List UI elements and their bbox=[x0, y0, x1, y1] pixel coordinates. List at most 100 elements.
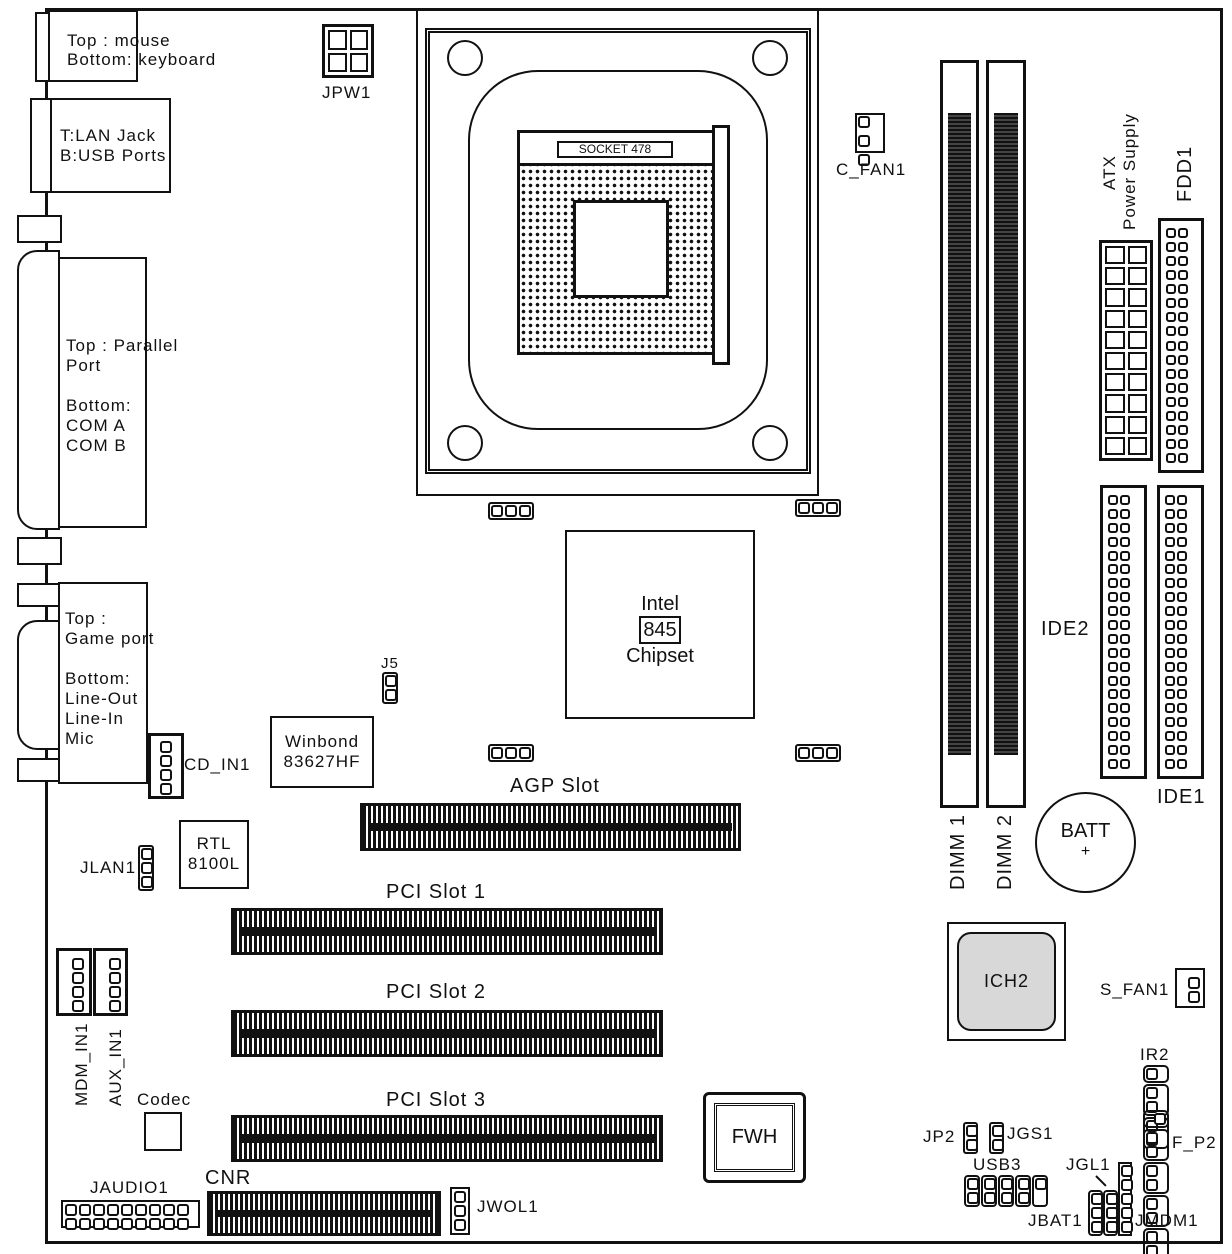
pci2-label: PCI Slot 2 bbox=[386, 981, 487, 1003]
socket-label: SOCKET 478 bbox=[557, 141, 673, 158]
pci3-label: PCI Slot 3 bbox=[386, 1089, 487, 1111]
com-label: COM A bbox=[66, 416, 126, 435]
mount-hole bbox=[752, 425, 788, 461]
ps2-connector bbox=[48, 10, 138, 82]
dimm2-label: DIMM 2 bbox=[994, 814, 1016, 890]
agp-label: AGP Slot bbox=[510, 775, 600, 797]
jbat1-label: JBAT1 bbox=[1028, 1211, 1083, 1230]
ide2-label: IDE2 bbox=[1041, 618, 1090, 640]
audio-label: Line-Out bbox=[65, 689, 139, 708]
batt-label: BATT bbox=[1060, 820, 1111, 842]
ps2-label-bottom: Bottom: keyboard bbox=[67, 50, 217, 69]
agp-slot[interactable] bbox=[360, 803, 741, 851]
fdd1-connector bbox=[1158, 218, 1204, 473]
j5-label: J5 bbox=[381, 655, 399, 672]
s-fan1-label: S_FAN1 bbox=[1100, 980, 1170, 999]
jbat1-jumper bbox=[1088, 1190, 1103, 1236]
fwh-chip: FWH bbox=[703, 1092, 806, 1183]
jmdm1-header bbox=[1118, 1162, 1133, 1236]
cpu-retention-area bbox=[416, 8, 819, 496]
dimm1-label: DIMM 1 bbox=[947, 814, 969, 890]
screw-post bbox=[17, 537, 62, 565]
usb3-label: USB3 bbox=[973, 1155, 1022, 1174]
f-p2-header bbox=[1143, 1110, 1169, 1254]
atx-power-connector bbox=[1099, 240, 1153, 461]
usb3-header bbox=[964, 1175, 1048, 1207]
game-label: Top : bbox=[65, 609, 107, 628]
audio-label: Mic bbox=[65, 729, 95, 748]
aux-in1-connector bbox=[93, 948, 128, 1016]
c-fan1-label: C_FAN1 bbox=[836, 160, 907, 179]
f-p2-label: F_P2 bbox=[1172, 1133, 1217, 1152]
codec-label: Codec bbox=[137, 1090, 192, 1109]
jumper bbox=[795, 744, 841, 762]
jpw1-label: JPW1 bbox=[322, 83, 372, 102]
screw-post bbox=[17, 215, 62, 243]
c-fan1-connector bbox=[855, 113, 885, 166]
mdm-in1-connector bbox=[56, 948, 92, 1016]
ide2-connector bbox=[1100, 485, 1147, 779]
aux-in1-label: AUX_IN1 bbox=[106, 1028, 125, 1106]
winbond-label: Winbond bbox=[284, 732, 360, 751]
divider bbox=[50, 98, 52, 193]
audio-label: Bottom: bbox=[65, 669, 131, 688]
chipset-brand: Intel bbox=[641, 593, 679, 615]
ich2-label: ICH2 bbox=[957, 932, 1056, 1031]
jgs1-label: JGS1 bbox=[1007, 1124, 1054, 1143]
pci-slot-3[interactable] bbox=[231, 1115, 663, 1162]
jgs1-jumper bbox=[989, 1122, 1004, 1154]
mdm-in1-label: MDM_IN1 bbox=[72, 1022, 91, 1106]
j5-jumper bbox=[382, 672, 398, 704]
jaudio1-header bbox=[61, 1200, 200, 1230]
socket-header bbox=[517, 130, 717, 166]
pci-slot-2[interactable] bbox=[231, 1010, 663, 1057]
parallel-label: Top : Parallel bbox=[66, 336, 179, 355]
game-dsub bbox=[17, 620, 60, 750]
battery: BATT + bbox=[1035, 792, 1136, 893]
s-fan1-connector bbox=[1175, 968, 1205, 1008]
jmdm1-label: JMDM1 bbox=[1135, 1211, 1199, 1230]
rtl-label: RTL bbox=[196, 834, 232, 853]
mount-hole bbox=[447, 425, 483, 461]
northbridge-chipset: Intel 845 Chipset bbox=[565, 530, 755, 719]
mount-hole bbox=[752, 40, 788, 76]
cnr-slot[interactable] bbox=[207, 1191, 441, 1236]
cpu-retention-frame bbox=[425, 28, 811, 474]
pci1-label: PCI Slot 1 bbox=[386, 881, 487, 903]
jgl1-label: JGL1 bbox=[1066, 1155, 1111, 1174]
jaudio1-label: JAUDIO1 bbox=[90, 1178, 169, 1197]
jlan1-label: JLAN1 bbox=[80, 858, 137, 877]
atx-label: ATX bbox=[1100, 155, 1119, 190]
game-label: Game port bbox=[65, 629, 155, 648]
parallel-label: Port bbox=[66, 356, 102, 375]
socket-lever bbox=[712, 125, 730, 365]
winbond-chip: Winbond 83627HF bbox=[270, 716, 374, 788]
ich2-chip: ICH2 bbox=[947, 922, 1066, 1041]
audio-jack bbox=[17, 758, 60, 782]
chipset-label: Chipset bbox=[626, 645, 694, 667]
socket-center bbox=[573, 200, 669, 298]
audio-label: Line-In bbox=[65, 709, 124, 728]
pci-slot-1[interactable] bbox=[231, 908, 663, 955]
jp2-label: JP2 bbox=[923, 1127, 956, 1146]
rtl-model: 8100L bbox=[187, 854, 241, 873]
lan-label: T:LAN Jack bbox=[60, 126, 156, 145]
dimm2-slot[interactable] bbox=[986, 60, 1026, 808]
com-label: COM B bbox=[66, 436, 127, 455]
batt-plus: + bbox=[1080, 843, 1091, 860]
com-label: Bottom: bbox=[66, 396, 132, 415]
jumper bbox=[795, 499, 841, 517]
dimm1-slot[interactable] bbox=[940, 60, 979, 808]
cnr-label: CNR bbox=[205, 1167, 252, 1189]
cd-in1-label: CD_IN1 bbox=[184, 755, 251, 774]
atx-label: Power Supply bbox=[1120, 113, 1139, 230]
jumper bbox=[488, 744, 534, 762]
heatsink-outline bbox=[468, 70, 768, 430]
jumper bbox=[488, 502, 534, 520]
lan-usb-connector bbox=[30, 98, 171, 193]
cd-in1-connector bbox=[148, 733, 184, 799]
ide1-label: IDE1 bbox=[1157, 786, 1206, 808]
fdd1-label: FDD1 bbox=[1174, 145, 1196, 202]
jpw1-connector bbox=[322, 24, 374, 78]
